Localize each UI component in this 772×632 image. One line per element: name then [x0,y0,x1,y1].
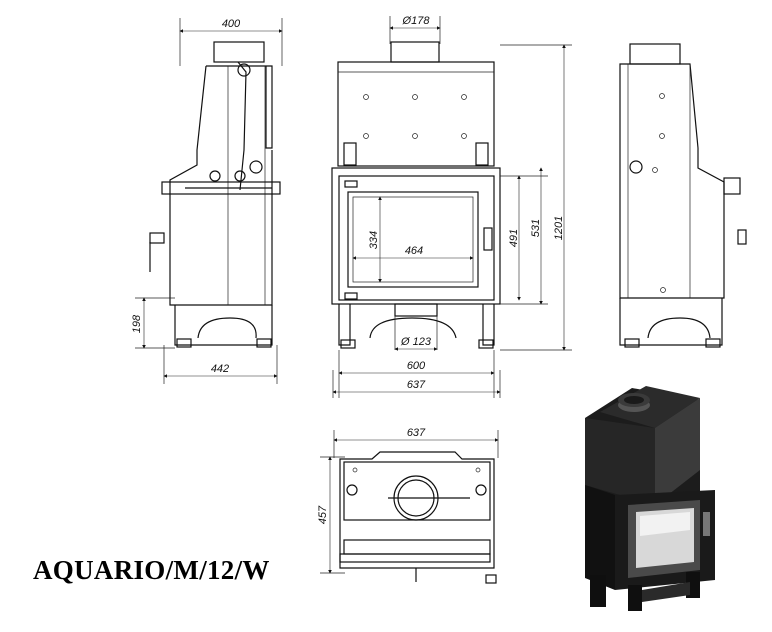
dim-plan-width: 637 [407,427,426,439]
dim-door-opening-height: 491 [508,229,520,247]
dim-door-frame-height: 531 [530,219,542,237]
dim-side-height-low: 198 [131,314,143,333]
right-side-view [619,43,747,348]
dim-side-depth-bottom: 442 [211,363,229,375]
fireplace-render [585,386,715,611]
dim-flue-diameter: Ø178 [402,15,431,27]
model-label: AQUARIO/M/12/W [33,555,270,585]
dim-glass-width: 464 [405,245,423,257]
left-side-view: 400 198 442 [131,18,283,384]
front-view: Ø178 334 464 491 531 1201 [331,15,572,398]
plan-view: 637 457 [317,427,499,584]
dim-side-depth-top: 400 [222,18,241,30]
dim-front-inner-width: 600 [407,360,426,372]
dim-glass-height: 334 [368,231,380,249]
dim-air-inlet: Ø 123 [400,336,432,348]
dim-total-height: 1201 [553,216,565,240]
dim-plan-depth: 457 [317,505,329,524]
dim-front-total-width: 637 [407,379,426,391]
